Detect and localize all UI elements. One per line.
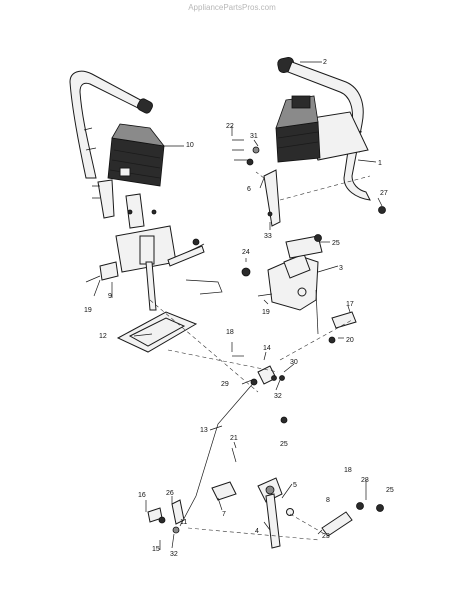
- right-bracket: [267, 235, 323, 311]
- lower-link-14: [232, 355, 285, 385]
- callout-31: 31: [250, 133, 258, 140]
- upper-screws: [232, 139, 260, 166]
- callout-33: 33: [264, 233, 272, 240]
- callout-8: 8: [326, 497, 330, 504]
- watermark-text: AppliancePartsPros.com: [188, 3, 276, 12]
- alignment-line: [279, 175, 371, 201]
- nut-27: [378, 206, 386, 214]
- right-lever: [255, 169, 281, 227]
- callout-23: 23: [322, 533, 330, 540]
- alignment-line: [167, 349, 279, 373]
- callout-25-upper: 25: [332, 240, 340, 247]
- callout-2: 2: [323, 59, 327, 66]
- callout-15: 15: [152, 546, 160, 553]
- callout-4: 4: [255, 528, 259, 535]
- right-control-boot: [275, 95, 369, 163]
- callout-32-upper: 32: [274, 393, 282, 400]
- callout-1: 1: [378, 160, 382, 167]
- callout-12: 12: [99, 333, 107, 340]
- callout-14: 14: [263, 345, 271, 352]
- callout-24: 24: [242, 249, 250, 256]
- callout-13: 13: [200, 427, 208, 434]
- right-pin-hardware: [315, 289, 357, 344]
- callout-28: 28: [361, 477, 369, 484]
- callout-19-left: 19: [84, 307, 92, 314]
- callout-32-lower: 32: [170, 551, 178, 558]
- alignment-line: [149, 299, 259, 393]
- callout-27: 27: [380, 190, 388, 197]
- bolt-19-right: [257, 293, 273, 297]
- callout-17: 17: [346, 301, 354, 308]
- screw-33: [267, 211, 273, 217]
- callout-3: 3: [339, 265, 343, 272]
- alignment-line: [289, 513, 329, 537]
- callout-18-lower: 18: [344, 467, 352, 474]
- callout-30: 30: [290, 359, 298, 366]
- callout-5: 5: [293, 482, 297, 489]
- left-control-handle: [69, 70, 153, 179]
- left-lower-hardware: [147, 499, 185, 534]
- alignment-line: [187, 527, 321, 541]
- damper-8: [321, 502, 384, 537]
- pivot-arm: [257, 477, 294, 549]
- callout-22: 22: [226, 123, 234, 130]
- callout-19-right: 19: [262, 309, 270, 316]
- left-link-rod: [185, 279, 223, 295]
- callout-11: 11: [180, 519, 187, 526]
- callout-labels: 1 2 3 4 5 6 7 8 9 10 11 12 13 14 15 16 1…: [84, 59, 394, 558]
- callout-10: 10: [186, 142, 194, 149]
- left-control-boot: [107, 123, 165, 187]
- callout-25-middle: 25: [280, 441, 288, 448]
- alignment-line: [279, 319, 353, 361]
- bolt-21: [231, 447, 237, 463]
- left-lever-assembly: [85, 179, 205, 311]
- callout-20: 20: [346, 337, 354, 344]
- spacer-7: [211, 481, 237, 501]
- callout-7: 7: [222, 511, 226, 518]
- callout-18-upper: 18: [226, 329, 234, 336]
- callout-21: 21: [230, 435, 238, 442]
- callout-9: 9: [108, 293, 112, 300]
- callout-6: 6: [247, 186, 251, 193]
- callout-16: 16: [138, 492, 146, 499]
- control-rod: [179, 379, 257, 527]
- gasket-plate: [116, 311, 198, 353]
- leader-lines: [93, 61, 383, 550]
- nut-25-upper: [314, 234, 322, 242]
- callout-26: 26: [166, 490, 174, 497]
- washer-24: [241, 267, 251, 277]
- callout-25-lower: 25: [386, 487, 394, 494]
- callout-29: 29: [221, 381, 229, 388]
